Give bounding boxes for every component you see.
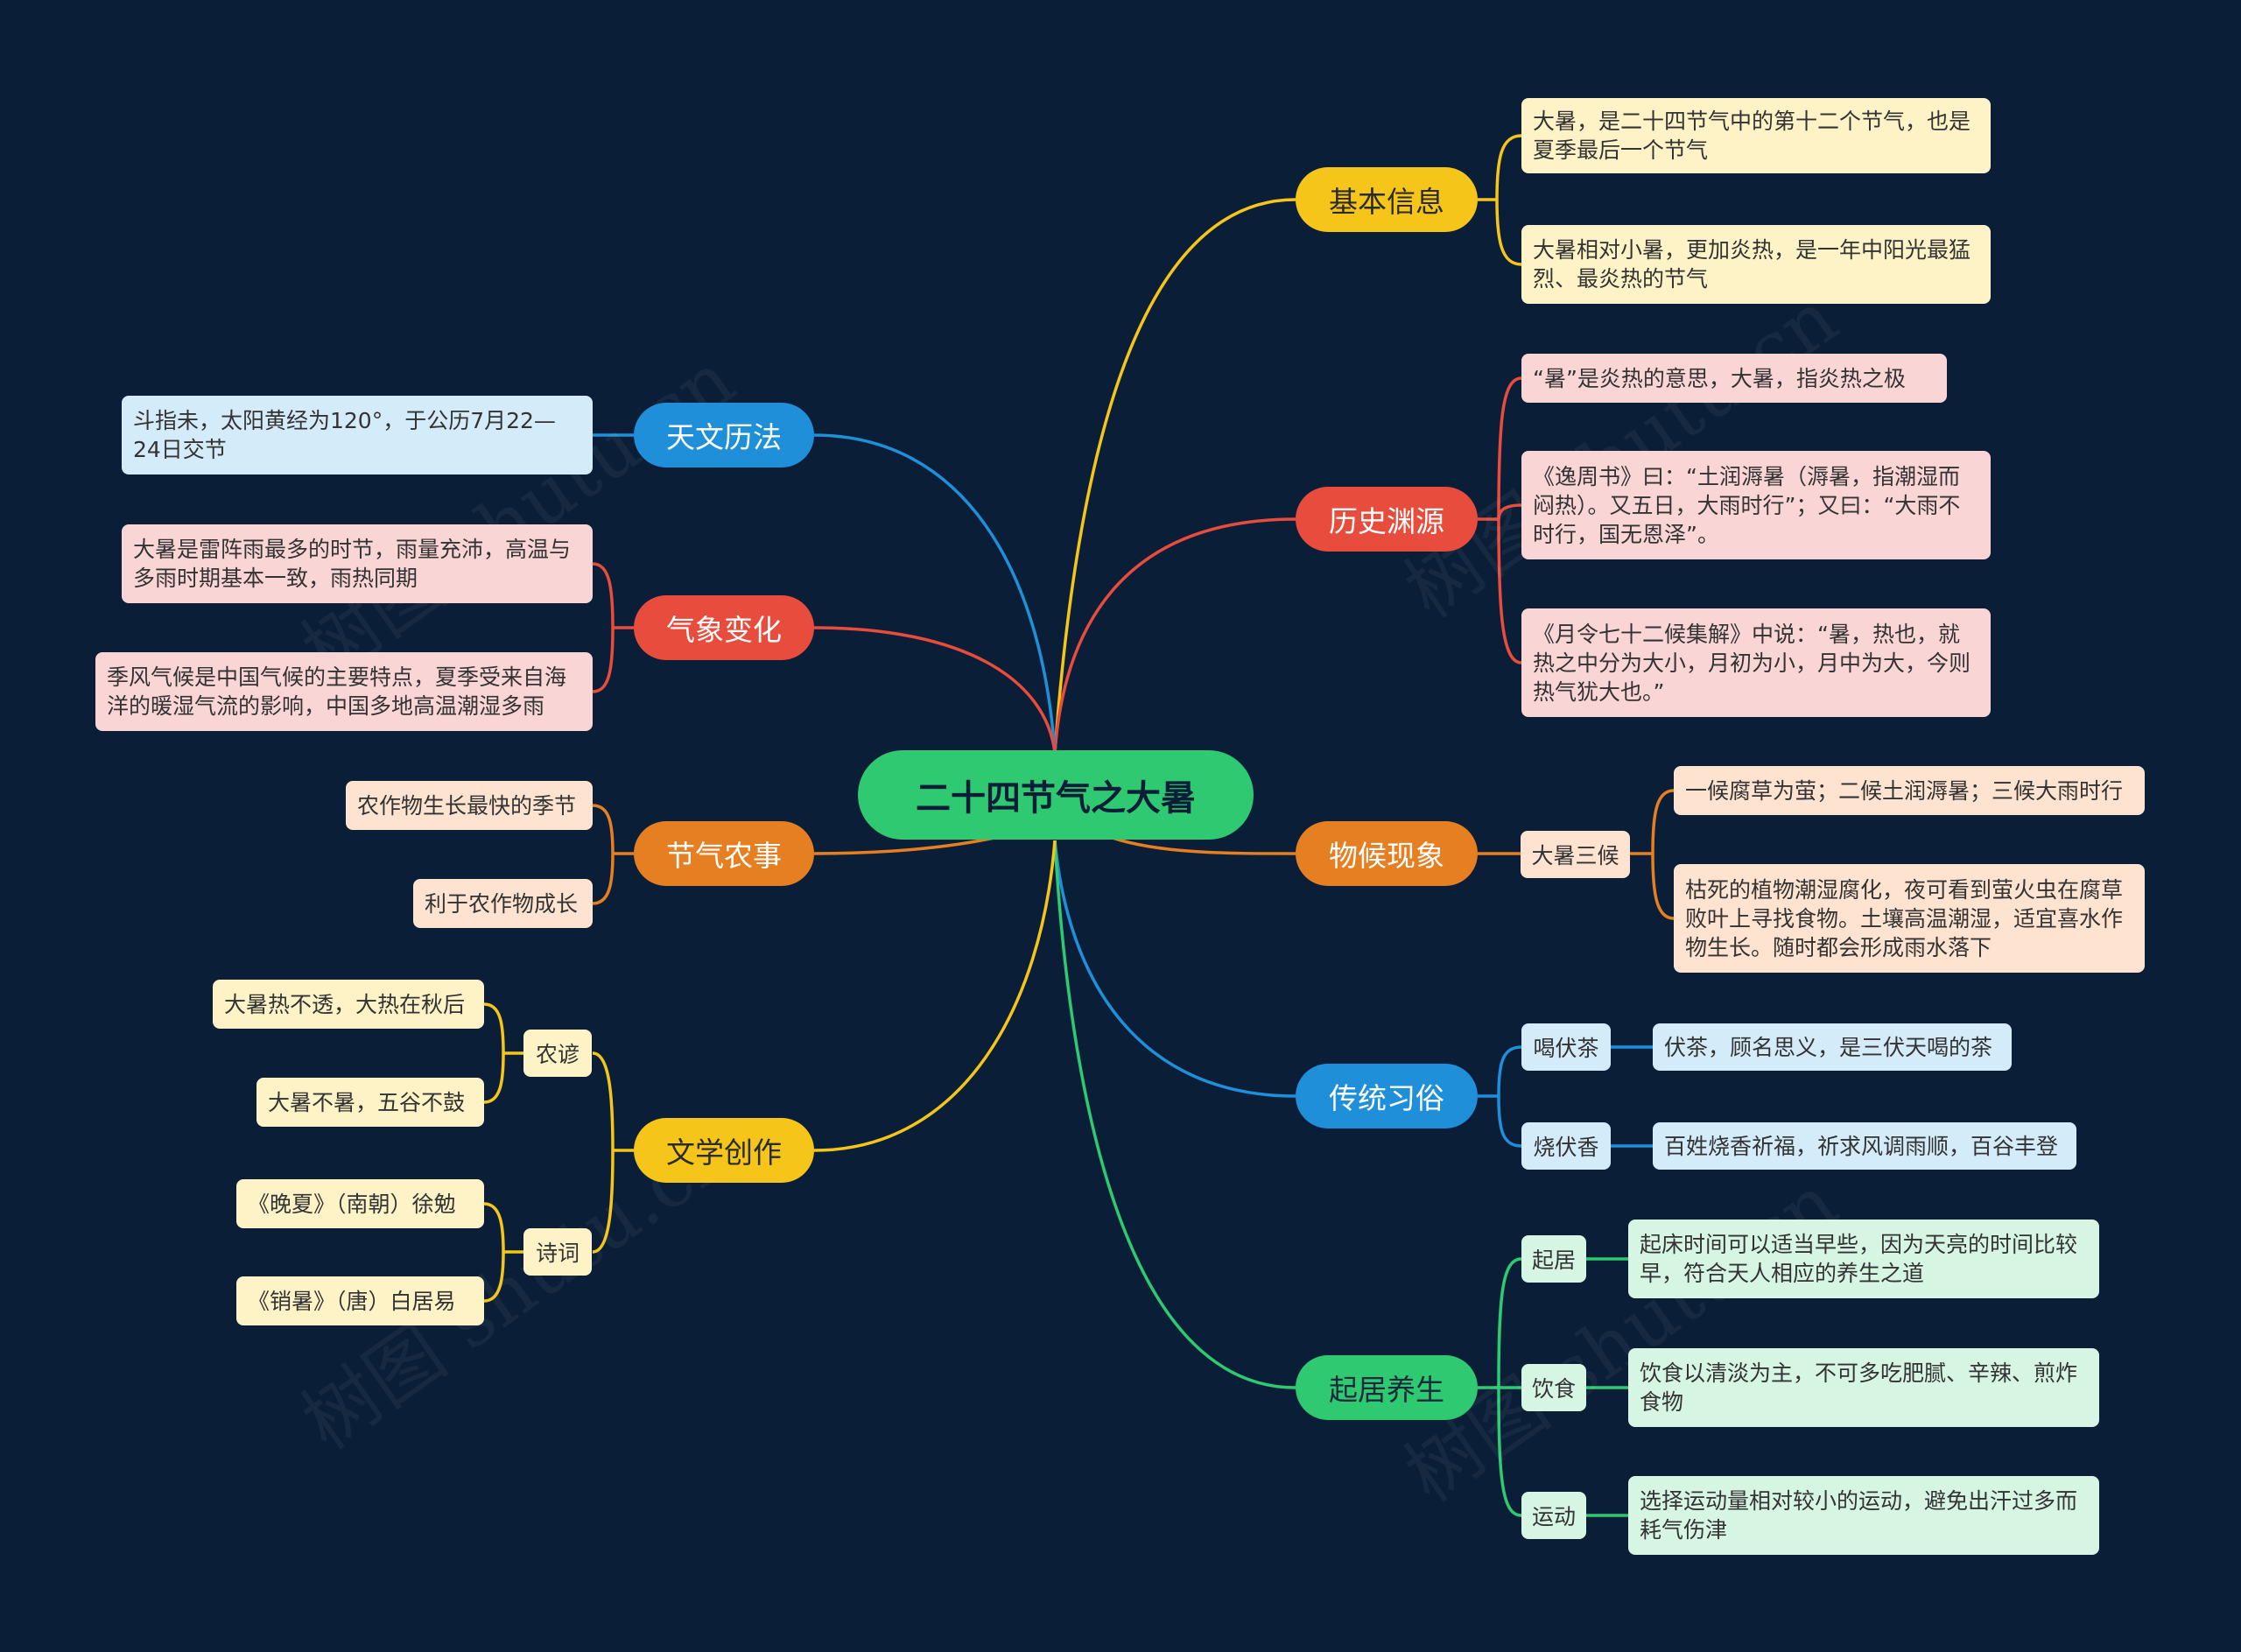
leaf-nongshi-2[interactable]: 利于农作物成长 <box>413 879 593 928</box>
leaf-lishi-2[interactable]: 《逸周书》曰：“土润溽暑（溽暑，指潮湿而闷热）。又五日，大雨时行”；又曰：“大雨… <box>1521 451 1991 559</box>
mid-xisu-1[interactable]: 喝伏茶 <box>1521 1023 1611 1071</box>
leaf-tianwen-1[interactable]: 斗指未，太阳黄经为120°，于公历7月22—24日交节 <box>122 396 593 475</box>
leaf-wenxue-3[interactable]: 《晚夏》（南朝）徐勉 <box>236 1179 484 1228</box>
leaf-jiben-1[interactable]: 大暑，是二十四节气中的第十二个节气，也是夏季最后一个节气 <box>1521 98 1991 173</box>
leaf-wenxue-2[interactable]: 大暑不暑，五谷不鼓 <box>256 1078 484 1127</box>
leaf-wuhou-1[interactable]: 一候腐草为萤；二候土润溽暑；三候大雨时行 <box>1674 766 2145 815</box>
leaf-wenxue-4[interactable]: 《销暑》（唐）白居易 <box>236 1276 484 1325</box>
branch-jiben[interactable]: 基本信息 <box>1296 167 1478 232</box>
mid-qiju-2[interactable]: 饮食 <box>1521 1364 1586 1411</box>
leaf-xisu-1[interactable]: 伏茶，顾名思义，是三伏天喝的茶 <box>1653 1023 2012 1071</box>
branch-qiju[interactable]: 起居养生 <box>1296 1355 1478 1420</box>
leaf-lishi-3[interactable]: 《月令七十二候集解》中说：“暑，热也，就热之中分为大小，月初为小，月中为大，今则… <box>1521 608 1991 717</box>
branch-qixiang[interactable]: 气象变化 <box>634 595 814 660</box>
mid-qiju-1[interactable]: 起居 <box>1521 1235 1586 1283</box>
link-root-xisu <box>1053 840 1296 1098</box>
leaf-wenxue-1[interactable]: 大暑热不透，大热在秋后 <box>213 980 484 1029</box>
link-root-jiben <box>1053 198 1296 754</box>
branch-nongshi[interactable]: 节气农事 <box>634 821 814 886</box>
root-topic[interactable]: 二十四节气之大暑 <box>858 750 1254 840</box>
link-root-wenxue <box>813 840 1057 1152</box>
link-root-lishi <box>1053 517 1296 754</box>
branch-wenxue[interactable]: 文学创作 <box>634 1118 814 1183</box>
mid-xisu-2[interactable]: 烧伏香 <box>1521 1122 1611 1170</box>
leaf-qiju-1[interactable]: 起床时间可以适当早些，因为天亮的时间比较早，符合天人相应的养生之道 <box>1628 1220 2099 1298</box>
link-root-qixiang <box>813 626 1057 754</box>
branch-tianwen[interactable]: 天文历法 <box>634 403 814 467</box>
link-root-qiju <box>1053 840 1296 1389</box>
leaf-qiju-3[interactable]: 选择运动量相对较小的运动，避免出汗过多而耗气伤津 <box>1628 1476 2099 1555</box>
link-root-wuhou <box>1106 834 1296 855</box>
link-root-tianwen <box>813 433 1057 754</box>
leaf-jiben-2[interactable]: 大暑相对小暑，更加炎热，是一年中阳光最猛烈、最炎热的节气 <box>1521 225 1991 304</box>
leaf-xisu-2[interactable]: 百姓烧香祈福，祈求风调雨顺，百谷丰登 <box>1653 1122 2076 1170</box>
mid-wenxue-1[interactable]: 农谚 <box>523 1030 592 1077</box>
branch-wuhou[interactable]: 物候现象 <box>1296 821 1478 886</box>
leaf-wuhou-2[interactable]: 枯死的植物潮湿腐化，夜可看到萤火虫在腐草败叶上寻找食物。土壤高温潮湿，适宜喜水作… <box>1674 864 2145 973</box>
leaf-qixiang-2[interactable]: 季风气候是中国气候的主要特点，夏季受来自海洋的暖湿气流的影响，中国多地高温潮湿多… <box>95 652 593 731</box>
leaf-lishi-1[interactable]: “暑”是炎热的意思，大暑，指炎热之极 <box>1521 354 1947 403</box>
mid-wuhou[interactable]: 大暑三候 <box>1521 831 1630 878</box>
leaf-qiju-2[interactable]: 饮食以清淡为主，不可多吃肥腻、辛辣、煎炸食物 <box>1628 1348 2099 1427</box>
mid-qiju-3[interactable]: 运动 <box>1521 1492 1586 1539</box>
mid-wenxue-2[interactable]: 诗词 <box>523 1228 592 1276</box>
branch-xisu[interactable]: 传统习俗 <box>1296 1064 1478 1128</box>
branch-lishi[interactable]: 历史渊源 <box>1296 487 1478 552</box>
leaf-nongshi-1[interactable]: 农作物生长最快的季节 <box>346 781 593 830</box>
link-root-nongshi <box>813 834 1003 855</box>
leaf-qixiang-1[interactable]: 大暑是雷阵雨最多的时节，雨量充沛，高温与多雨时期基本一致，雨热同期 <box>122 524 593 603</box>
